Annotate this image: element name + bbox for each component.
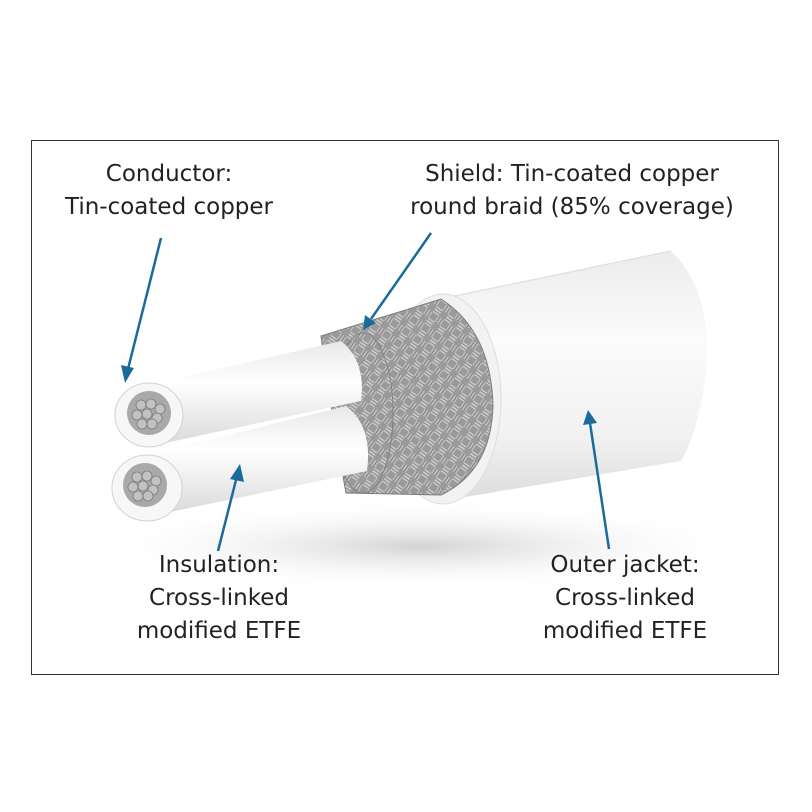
conductor-label-line1: Conductor: [105, 161, 233, 187]
shield-label-line1: Shield: Tin-coated copper [425, 161, 719, 187]
cable-diagram: Conductor: Tin-coated copper Shield: Tin… [31, 140, 779, 675]
conductor-label-line2: Tin-coated copper [64, 194, 274, 220]
insulation-label-line3: modified ETFE [136, 618, 302, 644]
arrow-heads [121, 315, 597, 482]
cable-illustration [81, 232, 761, 591]
outer-jacket-label-line3: modified ETFE [542, 618, 708, 644]
insulation-label-line1: Insulation: [158, 552, 280, 578]
conductor-label: Conductor: Tin-coated copper [44, 158, 294, 224]
shield-label: Shield: Tin-coated copper round braid (8… [382, 158, 762, 224]
shield-arrow [369, 232, 433, 320]
pointer-arrows [126, 232, 611, 552]
conductor-strands [127, 398, 166, 502]
outer-jacket-label: Outer jacket: Cross-linked modified ETFE [510, 549, 740, 648]
shield-label-line2: round braid (85% coverage) [410, 194, 734, 220]
insulation-label-line2: Cross-linked [149, 585, 289, 611]
outer-jacket-label-line2: Cross-linked [555, 585, 695, 611]
insulation-arrow [216, 475, 239, 552]
insulation-label: Insulation: Cross-linked modified ETFE [104, 549, 334, 648]
outer-jacket-arrow [588, 422, 611, 550]
conductor-arrow [126, 237, 163, 370]
floor-shadow [81, 501, 761, 591]
outer-jacket-label-line1: Outer jacket: [550, 552, 700, 578]
